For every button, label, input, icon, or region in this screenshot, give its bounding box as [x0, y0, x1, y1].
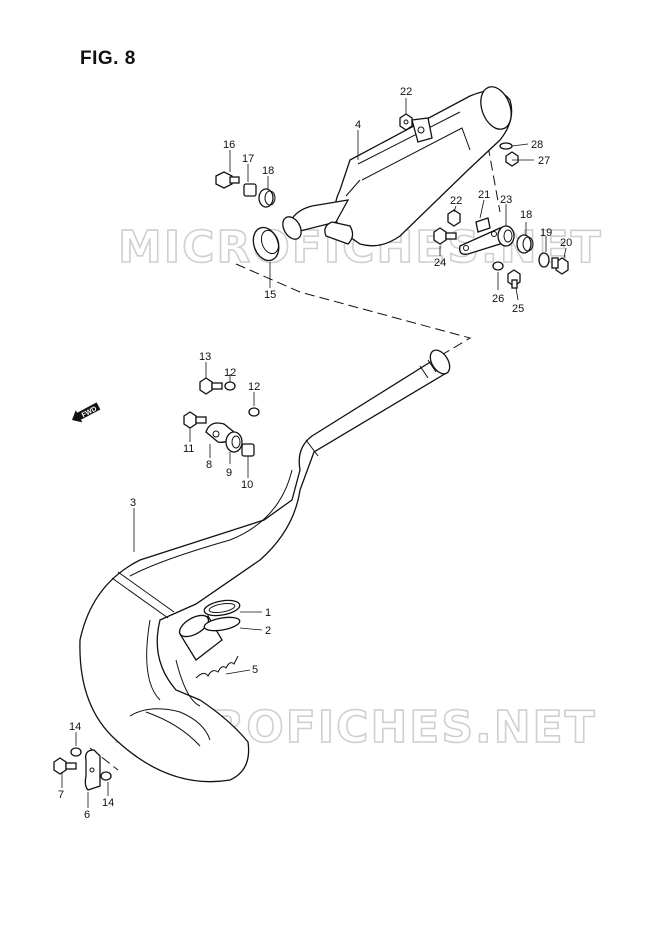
callout-10: 10 — [241, 479, 253, 491]
callout-12-upper: 12 — [224, 367, 236, 379]
callout-18-right: 18 — [520, 209, 532, 221]
washer-14-lower — [100, 771, 112, 781]
assembly-line-muffler — [235, 263, 472, 357]
washer-12-upper — [224, 381, 236, 391]
callout-19: 19 — [540, 227, 552, 239]
washer-19 — [538, 252, 550, 268]
callout-14-lower: 14 — [102, 797, 114, 809]
grommet-18-right — [516, 234, 534, 254]
callout-16: 16 — [223, 139, 235, 151]
callout-5: 5 — [252, 664, 258, 676]
callout-14-upper: 14 — [69, 721, 81, 733]
collar-17 — [243, 183, 257, 197]
callout-13: 13 — [199, 351, 211, 363]
callout-27: 27 — [538, 155, 550, 167]
callout-3: 3 — [130, 497, 136, 509]
spring-5 — [195, 655, 239, 679]
bolt-24 — [433, 227, 457, 245]
figure-title: FIG. 8 — [80, 48, 136, 69]
callout-22-right: 22 — [450, 195, 462, 207]
washer-26 — [492, 261, 504, 271]
callout-26: 26 — [492, 293, 504, 305]
callout-18-top: 18 — [262, 165, 274, 177]
callout-7: 7 — [58, 789, 64, 801]
silencer-muffler — [282, 86, 513, 247]
callout-9: 9 — [226, 467, 232, 479]
bolt-7 — [53, 757, 77, 775]
nut-22-right — [447, 209, 461, 227]
washer-12-lower — [248, 407, 260, 417]
callout-8: 8 — [206, 459, 212, 471]
callout-23: 23 — [500, 194, 512, 206]
callout-6: 6 — [84, 809, 90, 821]
collar-10 — [241, 443, 255, 457]
collar-9 — [225, 431, 243, 453]
bolt-22-top — [399, 113, 413, 131]
gasket-1 — [203, 599, 241, 617]
bolt-27 — [505, 151, 519, 167]
bracket-6-hole — [89, 767, 95, 773]
grommet-15 — [252, 226, 280, 262]
callout-28: 28 — [531, 139, 543, 151]
callout-labels: 1 2 3 4 5 6 7 8 9 10 11 12 12 13 14 14 1… — [58, 86, 572, 821]
fwd-label: FWD — [81, 406, 98, 420]
bolt-25 — [507, 269, 521, 289]
leader-lines — [61, 98, 567, 808]
exhaust-pipe — [79, 349, 451, 783]
callout-2: 2 — [265, 625, 271, 637]
callout-17: 17 — [242, 153, 254, 165]
callout-11: 11 — [183, 443, 194, 455]
bolt-13 — [199, 377, 223, 395]
callout-4: 4 — [355, 119, 361, 131]
bolt-20 — [551, 257, 569, 275]
callout-1: 1 — [265, 607, 271, 619]
callout-24: 24 — [434, 257, 446, 269]
bolt-16 — [215, 171, 240, 189]
callout-15: 15 — [264, 289, 276, 301]
bracket-6 — [84, 749, 101, 791]
callout-21: 21 — [478, 189, 490, 201]
washer-28 — [499, 142, 513, 150]
collar-23 — [497, 225, 515, 247]
washer-14-upper — [70, 747, 82, 757]
callout-22-top: 22 — [400, 86, 412, 98]
seal-ring-2 — [203, 616, 241, 632]
callout-25: 25 — [512, 303, 524, 315]
callout-20: 20 — [560, 237, 572, 249]
grommet-18-top — [258, 188, 276, 208]
assembly-line-bracket — [487, 145, 501, 213]
fwd-arrow-badge: FWD — [72, 402, 101, 423]
bolt-11 — [183, 411, 207, 429]
callout-12-lower: 12 — [248, 381, 260, 393]
